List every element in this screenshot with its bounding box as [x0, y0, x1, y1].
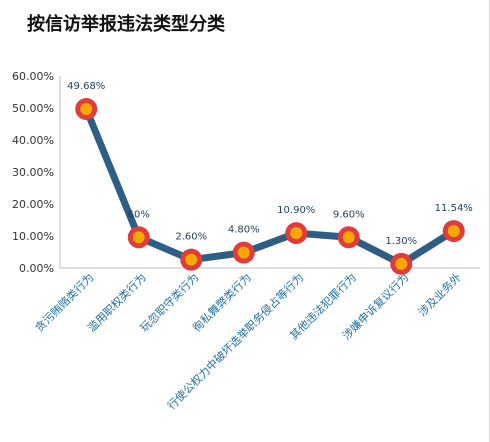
y-tick-label: 50.00%	[12, 102, 54, 115]
y-tick-label: 40.00%	[12, 134, 54, 147]
data-label: 11.54%	[435, 203, 473, 214]
data-label: 1.30%	[385, 236, 417, 247]
y-tick-label: 30.00%	[12, 166, 54, 179]
data-point-inner	[185, 253, 198, 266]
y-tick-label: 20.00%	[12, 198, 54, 211]
x-tick-label: 涉及业务外	[415, 270, 464, 319]
data-label: 60%	[128, 209, 150, 220]
y-tick-label: 60.00%	[12, 70, 54, 83]
data-point-inner	[342, 231, 355, 244]
data-point-inner	[395, 257, 408, 270]
data-label: 2.60%	[175, 232, 207, 243]
data-point-inner	[237, 246, 250, 259]
data-label: 10.90%	[277, 205, 315, 216]
y-tick-label: 0.00%	[19, 262, 54, 275]
data-point-inner	[290, 227, 303, 240]
data-label: 9.60%	[333, 209, 365, 220]
data-label: 4.80%	[228, 225, 260, 236]
data-point-inner	[447, 225, 460, 238]
chart-title: 按信访举报违法类型分类	[27, 14, 225, 35]
y-tick-label: 10.00%	[12, 230, 54, 243]
data-point-inner	[132, 231, 145, 244]
data-point-inner	[80, 103, 93, 116]
data-label: 49.68%	[67, 81, 105, 92]
